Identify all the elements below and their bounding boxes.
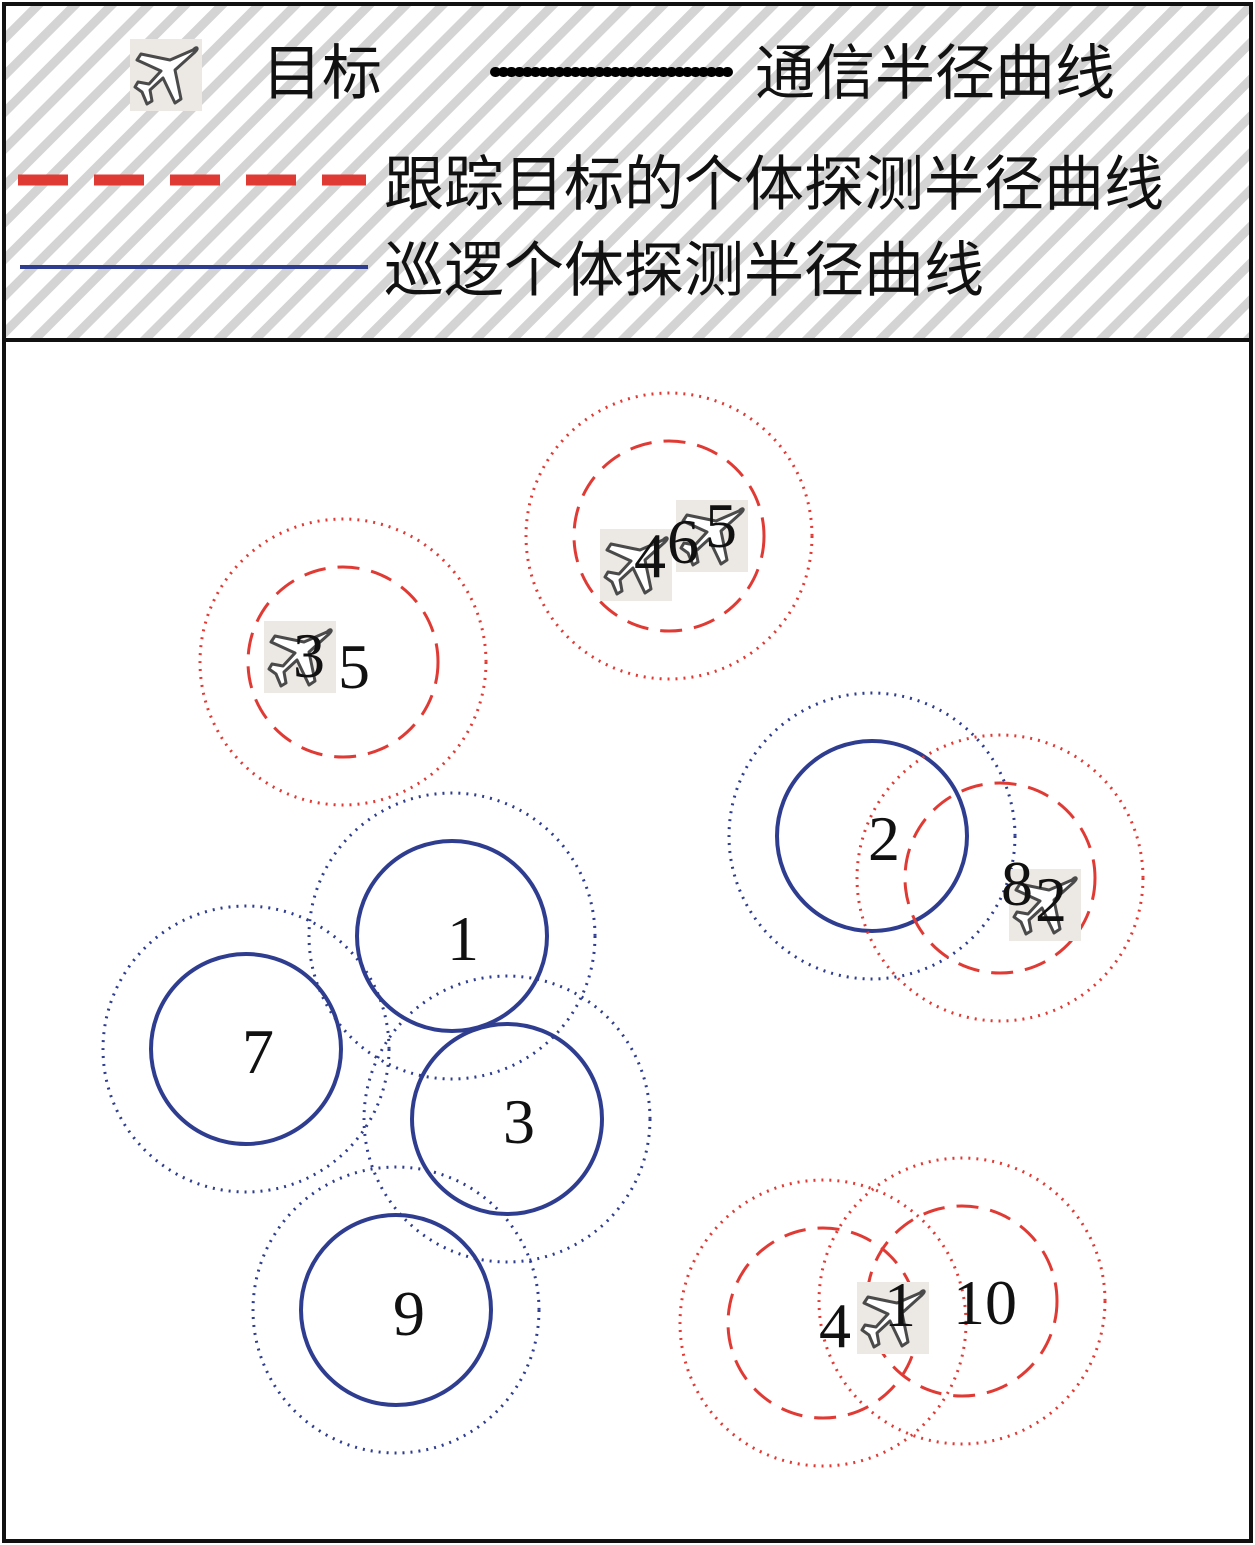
tracking-agent-label: 6 (667, 506, 699, 577)
patrol-7-detect-radius (149, 952, 343, 1146)
patrol-3-detect-radius (410, 1022, 604, 1216)
legend-target-airplane-icon (128, 37, 204, 113)
tracking-4-6-5-detect-radius (572, 439, 766, 633)
patrol-9-detect-radius (299, 1213, 493, 1407)
tracking-10-detect-radius (865, 1204, 1059, 1398)
tracking-agent-label: 1 (884, 1269, 916, 1340)
legend-patrol-label: 巡逻个体探测半径曲线 (384, 238, 984, 304)
patrol-2-label: 2 (868, 803, 900, 874)
patrol-2-detect-radius (775, 739, 969, 933)
patrol-3-comm-radius (362, 974, 652, 1264)
legend-tracking-label: 跟踪目标的个体探测半径曲线 (384, 152, 1164, 218)
tracking-agent-label: 4 (634, 520, 666, 591)
tracking-3-5-detect-radius (246, 565, 440, 759)
patrol-2-comm-radius (727, 691, 1017, 981)
legend-panel: 目标 通信半径曲线 跟踪目标的个体探测半径曲线 巡逻个体探测半径曲线 (2, 2, 1253, 342)
patrol-9-label: 9 (393, 1278, 425, 1349)
tracking-4-6-5-comm-radius (524, 391, 814, 681)
tracking-8-comm-radius (855, 733, 1145, 1023)
tracking-group-right (855, 733, 1145, 1023)
patrol-7-label: 7 (242, 1016, 274, 1087)
patrol-7-comm-radius (101, 904, 391, 1194)
legend-target-label: 目标 (262, 41, 382, 107)
tracking-4-comm-radius (678, 1178, 968, 1468)
legend-comm-label: 通信半径曲线 (755, 41, 1115, 107)
tracking-3-5-comm-radius (198, 517, 488, 807)
patrol-1-detect-radius (355, 839, 549, 1033)
patrol-agent-3: 3 (362, 974, 652, 1264)
patrol-agent-2: 2 (727, 691, 1017, 981)
tracking-10-comm-radius (817, 1156, 1107, 1446)
patrol-9-comm-radius (251, 1165, 541, 1455)
tracking-agent-label: 3 (293, 620, 325, 691)
tracking-agent-label: 2 (1035, 864, 1067, 935)
tracking-agent-label: 8 (1001, 848, 1033, 919)
tracking-group-upper-left (198, 517, 488, 807)
tracking-agent-label: 5 (338, 631, 370, 702)
patrol-agent-7: 7 (101, 904, 391, 1194)
tracking-group-top (524, 391, 814, 681)
tracking-agent-label: 4 (819, 1290, 851, 1361)
tracking-agent-label: 10 (953, 1267, 1017, 1338)
patrol-3-label: 3 (503, 1086, 535, 1157)
patrol-1-comm-radius (307, 791, 597, 1081)
tracking-8-detect-radius (903, 781, 1097, 975)
patrol-agent-1: 1 (307, 791, 597, 1081)
tracking-agent-label: 5 (705, 490, 737, 561)
patrol-agent-9: 9 (251, 1165, 541, 1455)
patrol-1-label: 1 (447, 903, 479, 974)
legend-background (2, 2, 1253, 342)
